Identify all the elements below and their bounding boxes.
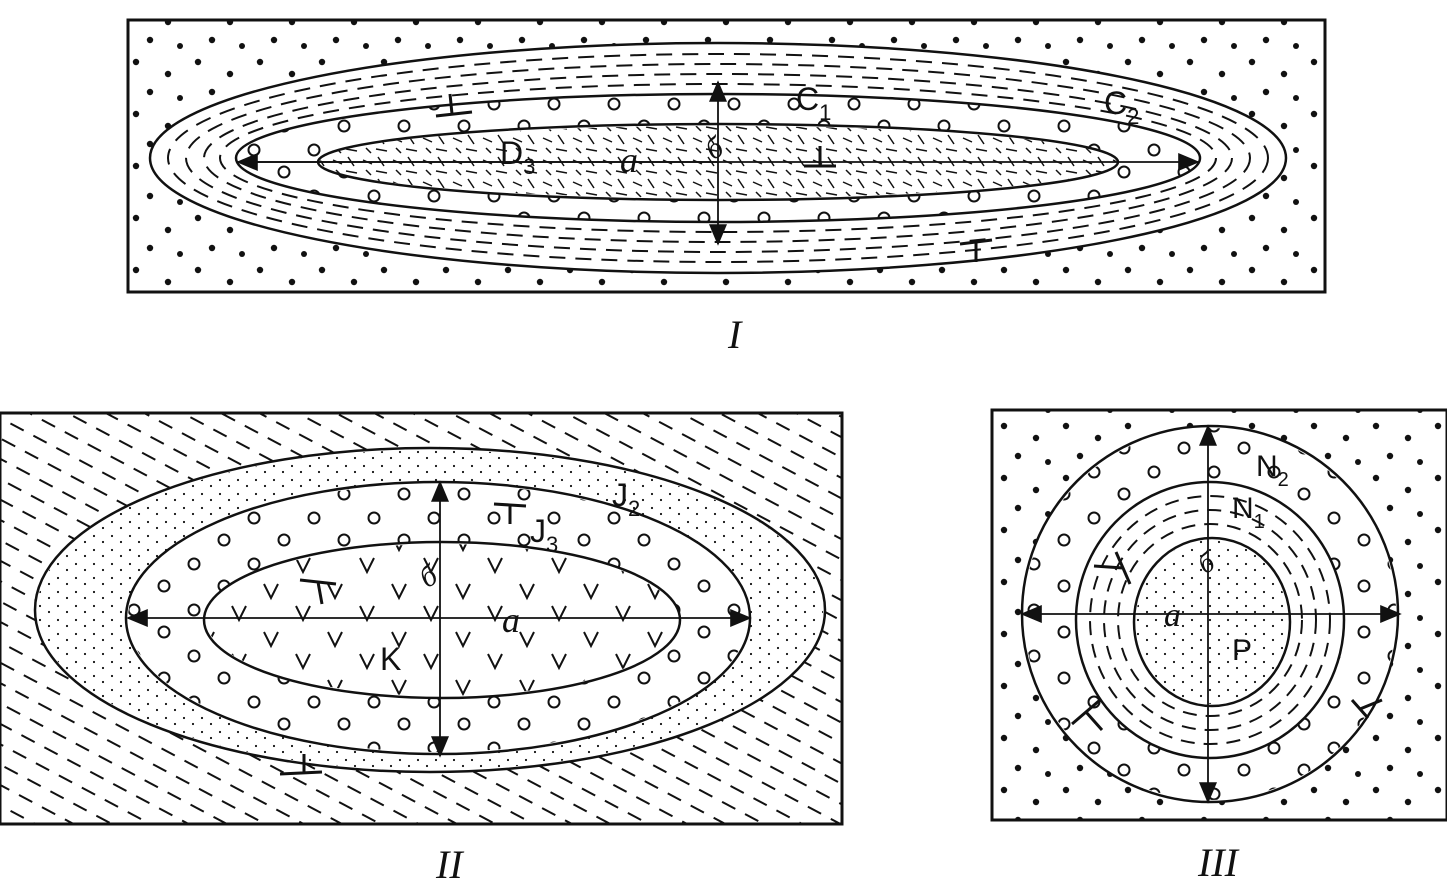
panel-III-long-axis-label: a xyxy=(1164,597,1181,634)
panel-III: N2 N1 P a б III xyxy=(990,408,1447,885)
panel-II-caption: II xyxy=(435,842,464,887)
panel-III-frame xyxy=(990,408,1447,822)
panel-I-middle-rock-label: C1 xyxy=(796,81,831,125)
panel-III-core-rock-label: P xyxy=(1232,634,1252,667)
panel-III-dip-symbols xyxy=(1071,551,1383,731)
panel-I-core-rock-label: D3 xyxy=(500,135,535,179)
panel-II: J2 J3 K a б II xyxy=(0,411,844,887)
panel-III-caption: III xyxy=(1197,840,1240,885)
panel-I-long-axis-label: a xyxy=(620,140,638,180)
panel-III-outer-rock-label: N2 xyxy=(1256,450,1289,491)
panel-II-core-fill xyxy=(206,544,678,696)
panel-I-dip-symbols xyxy=(435,93,993,262)
panel-I-caption: I xyxy=(727,312,743,357)
panel-III-middle-rock-label: N1 xyxy=(1232,492,1265,533)
panel-I: C2 C1 D3 a б I xyxy=(126,18,1327,357)
panel-II-dip-symbols xyxy=(279,502,527,776)
panel-II-outer-rock-label: J2 xyxy=(612,477,640,521)
panel-II-core-rock-label: K xyxy=(380,641,401,677)
panel-I-outer-rock-label: C2 xyxy=(1104,85,1139,129)
panel-III-dashed-band xyxy=(1089,495,1331,745)
panel-II-middle-rock-label: J3 xyxy=(530,513,558,557)
panel-II-long-axis-label: a xyxy=(502,600,520,640)
panel-III-core-fill xyxy=(1136,540,1288,704)
panel-II-frame xyxy=(0,411,844,826)
panel-I-frame xyxy=(126,18,1327,294)
